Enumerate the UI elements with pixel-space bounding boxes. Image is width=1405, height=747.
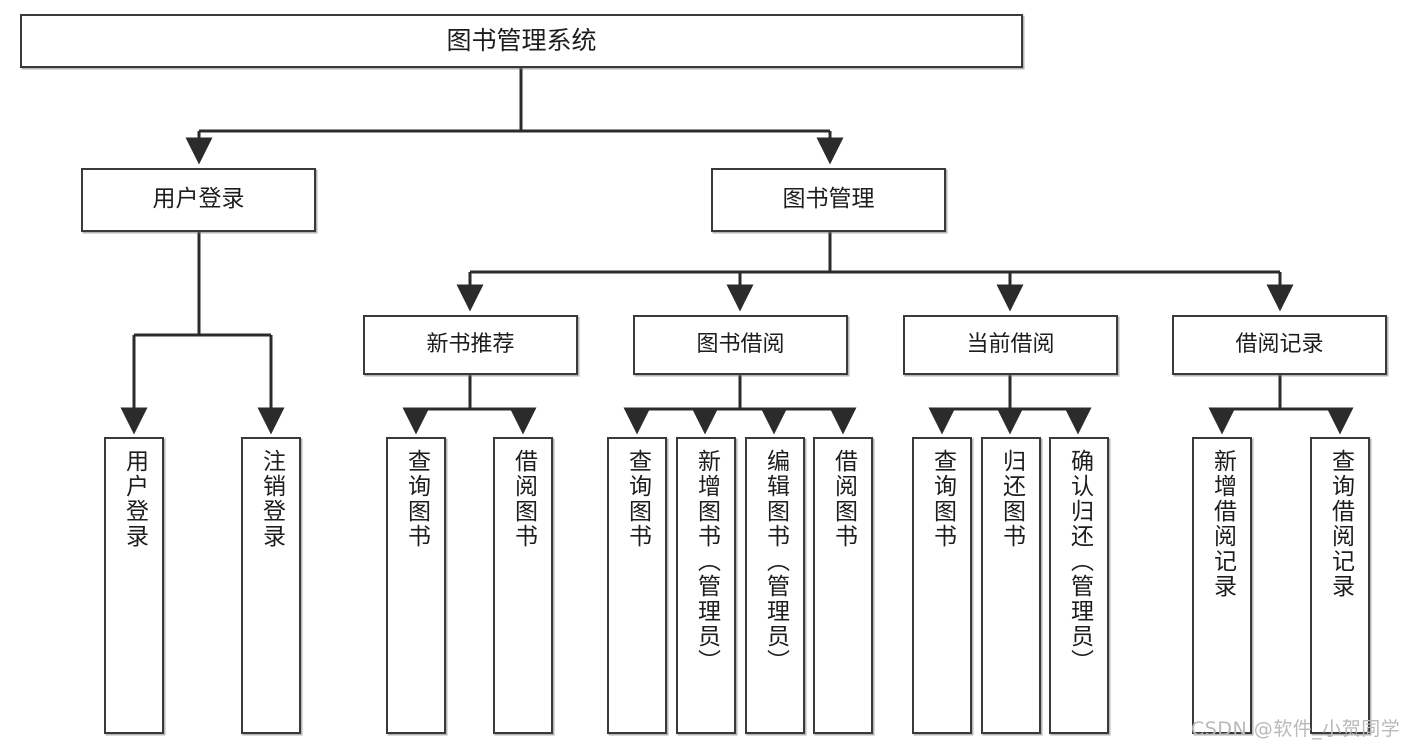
node-current-borrow[interactable]: 当前借阅 [903,315,1118,375]
node-book-management[interactable]: 图书管理 [711,168,946,232]
node-book-borrow[interactable]: 图书借阅 [633,315,848,375]
node-borrow-record[interactable]: 借阅记录 [1172,315,1387,375]
node-root-system[interactable]: 图书管理系统 [20,14,1023,68]
node-label: 图书管理系统 [446,26,597,56]
node-label: 用户登录 [152,186,245,213]
node-label: 新书推荐 [426,332,515,358]
node-leaf-return-book[interactable]: 归还图书 [981,437,1041,734]
node-leaf-query-book-2[interactable]: 查询图书 [607,437,667,734]
node-label: 查询借阅记录 [1327,449,1354,599]
node-leaf-query-record[interactable]: 查询借阅记录 [1310,437,1370,734]
node-leaf-borrow-book-2[interactable]: 借阅图书 [813,437,873,734]
node-label: 查询图书 [624,449,651,549]
node-label: 编辑图书（管理员） [762,449,789,674]
node-leaf-query-book-3[interactable]: 查询图书 [912,437,972,734]
node-label: 注销登录 [258,449,285,549]
csdn-watermark: CSDN @软件_小贺同学 [1191,718,1401,740]
node-label: 查询图书 [403,449,430,549]
node-leaf-confirm-return[interactable]: 确认归还（管理员） [1049,437,1109,734]
node-user-login[interactable]: 用户登录 [81,168,316,232]
node-label: 图书管理 [782,186,875,213]
node-label: 图书借阅 [696,332,785,358]
node-leaf-add-book[interactable]: 新增图书（管理员） [676,437,736,734]
node-label: 借阅图书 [510,449,537,549]
node-label: 借阅图书 [830,449,857,549]
node-label: 确认归还（管理员） [1066,449,1093,674]
node-leaf-add-record[interactable]: 新增借阅记录 [1192,437,1252,734]
node-leaf-user-login[interactable]: 用户登录 [104,437,164,734]
node-leaf-edit-book[interactable]: 编辑图书（管理员） [745,437,805,734]
node-new-book-recommend[interactable]: 新书推荐 [363,315,578,375]
node-label: 当前借阅 [966,332,1055,358]
node-leaf-logout-login[interactable]: 注销登录 [241,437,301,734]
node-label: 归还图书 [998,449,1025,549]
node-label: 查询图书 [929,449,956,549]
node-leaf-query-book-1[interactable]: 查询图书 [386,437,446,734]
node-label: 用户登录 [121,449,148,549]
node-label: 新增借阅记录 [1209,449,1236,599]
node-label: 借阅记录 [1235,332,1324,358]
node-label: 新增图书（管理员） [693,449,720,674]
node-leaf-borrow-book-1[interactable]: 借阅图书 [493,437,553,734]
